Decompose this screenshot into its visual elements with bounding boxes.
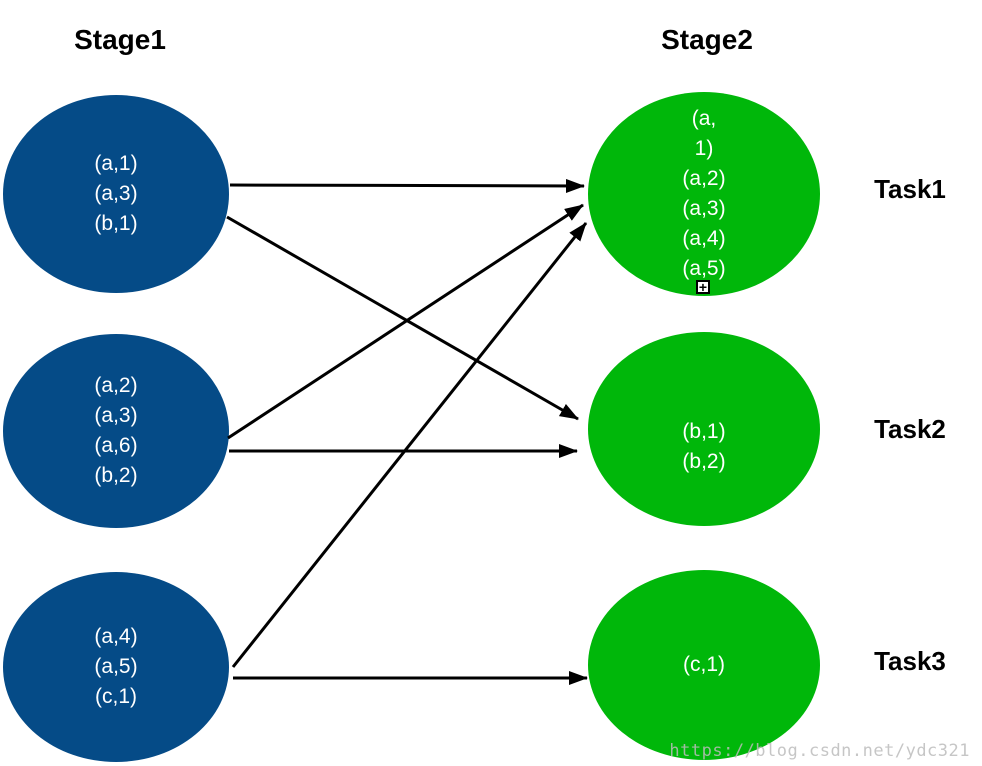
stage1-title: Stage1 — [74, 24, 166, 55]
task2-label: Task2 — [874, 414, 946, 444]
record: (a,5) — [94, 655, 138, 678]
record: (b,2) — [94, 464, 138, 487]
stage2-task-3-node: (c,1) — [588, 570, 820, 760]
record: (a,2) — [94, 374, 138, 397]
record: (a,5) — [682, 257, 726, 280]
record: (b,1) — [682, 420, 726, 443]
record: 1) — [694, 137, 714, 160]
record: (a,3) — [94, 404, 138, 427]
record: (a,1) — [94, 152, 138, 175]
record: (c,1) — [683, 653, 725, 676]
partition-records: (c,1) — [683, 650, 725, 680]
arrow-stage1-partition-1-to-stage2-task-1 — [229, 178, 585, 193]
record: (a,3) — [682, 197, 726, 220]
stage1-partition-3: (a,4) (a,5) (c,1) — [3, 572, 229, 762]
stage2-task-2-node: (b,1) (b,2) — [588, 332, 820, 526]
watermark: https://blog.csdn.net/ydc321 — [669, 741, 970, 761]
stage2-title: Stage2 — [661, 24, 753, 55]
expand-handle-icon[interactable]: + — [696, 280, 710, 294]
record: (b,1) — [94, 212, 138, 235]
partition-records: (a, 1) (a,2) (a,3) (a,4) (a,5) — [682, 104, 725, 284]
stage2-task-1-node: (a, 1) (a,2) (a,3) (a,4) (a,5) — [588, 92, 820, 296]
partition-records: (b,1) (b,2) — [682, 417, 725, 477]
record: (a,4) — [94, 625, 138, 648]
arrow-stage1-partition-1-to-stage2-task-2 — [226, 215, 579, 421]
stage1-partition-2: (a,2) (a,3) (a,6) (b,2) — [3, 334, 229, 528]
record: (a,2) — [682, 167, 726, 190]
record: (a,3) — [94, 182, 138, 205]
partition-records: (a,2) (a,3) (a,6) (b,2) — [94, 371, 137, 491]
record: (c,1) — [95, 685, 137, 708]
record: (a,4) — [682, 227, 726, 250]
task3-label: Task3 — [874, 646, 946, 676]
record: (a,6) — [94, 434, 138, 457]
arrow-stage1-partition-3-to-stage2-task-1 — [231, 222, 588, 668]
stage1-partition-1: (a,1) (a,3) (b,1) — [3, 95, 229, 293]
record: (b,2) — [682, 450, 726, 473]
partition-records: (a,1) (a,3) (b,1) — [94, 149, 137, 239]
arrow-stage1-partition-2-to-stage2-task-1 — [227, 203, 584, 440]
task1-label: Task1 — [874, 174, 946, 204]
partition-records: (a,4) (a,5) (c,1) — [94, 622, 137, 712]
record: (a, — [691, 107, 717, 130]
